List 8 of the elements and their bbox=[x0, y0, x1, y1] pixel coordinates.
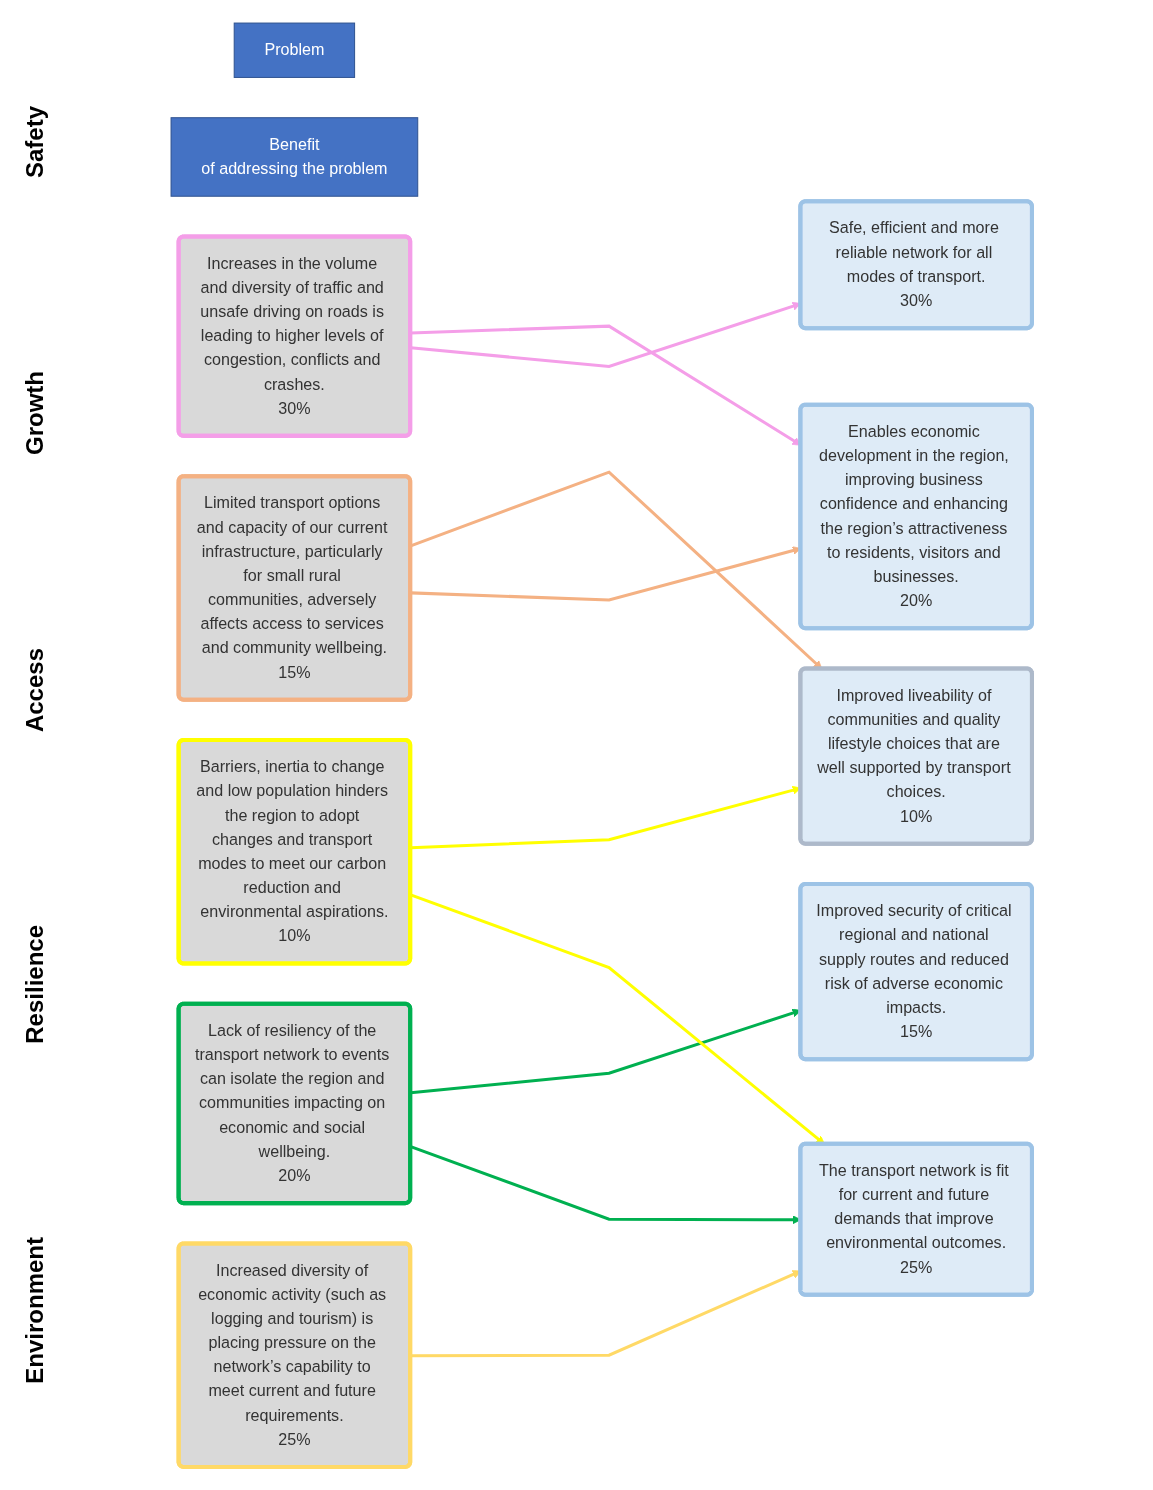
category-label: Environment bbox=[21, 1236, 49, 1384]
category-label: Access bbox=[21, 648, 49, 733]
category-label: Growth bbox=[21, 371, 49, 456]
category-label: Resilience bbox=[21, 925, 49, 1044]
node-box: Problem bbox=[233, 22, 356, 78]
category-label: Safety bbox=[21, 106, 49, 179]
arrow bbox=[410, 893, 825, 1145]
node-box: Benefit of addressing the problem bbox=[170, 117, 419, 197]
